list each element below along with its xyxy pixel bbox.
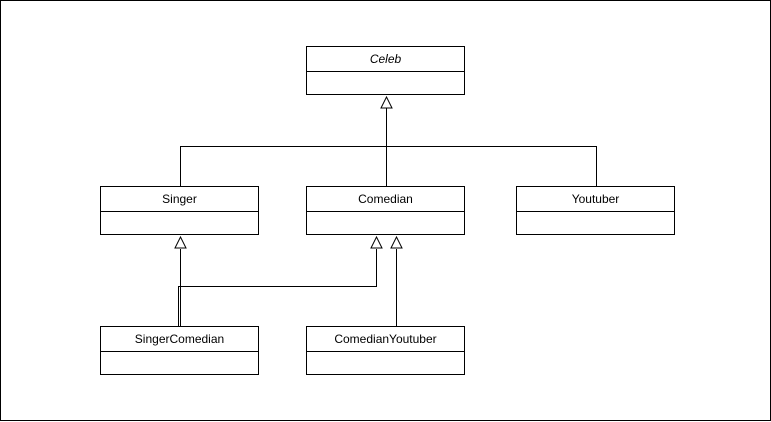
class-singer[interactable]: Singer <box>100 186 259 235</box>
class-name: Comedian <box>307 187 464 212</box>
class-attributes-compartment <box>517 212 674 234</box>
class-attributes-compartment <box>101 352 258 374</box>
edge-singercomedian-to-comedian <box>178 249 377 326</box>
class-youtuber[interactable]: Youtuber <box>516 186 675 235</box>
class-name: Youtuber <box>517 187 674 212</box>
class-attributes-compartment <box>307 72 464 94</box>
class-attributes-compartment <box>307 212 464 234</box>
class-comedian[interactable]: Comedian <box>306 186 465 235</box>
class-singercomedian[interactable]: SingerComedian <box>100 326 259 375</box>
generalization-arrowhead <box>174 235 187 249</box>
generalization-arrowhead <box>390 235 403 249</box>
class-comedianyoutuber[interactable]: ComedianYoutuber <box>306 326 465 375</box>
class-attributes-compartment <box>307 352 464 374</box>
class-celeb[interactable]: Celeb <box>306 46 465 95</box>
generalization-arrowhead <box>380 95 393 109</box>
class-attributes-compartment <box>101 212 258 234</box>
class-name: SingerComedian <box>101 327 258 352</box>
class-name: Singer <box>101 187 258 212</box>
class-name: ComedianYoutuber <box>307 327 464 352</box>
class-name: Celeb <box>307 47 464 72</box>
edge-youtuber-to-celeb <box>386 146 597 186</box>
edge-singer-to-celeb <box>180 146 387 186</box>
generalization-arrowhead <box>370 235 383 249</box>
